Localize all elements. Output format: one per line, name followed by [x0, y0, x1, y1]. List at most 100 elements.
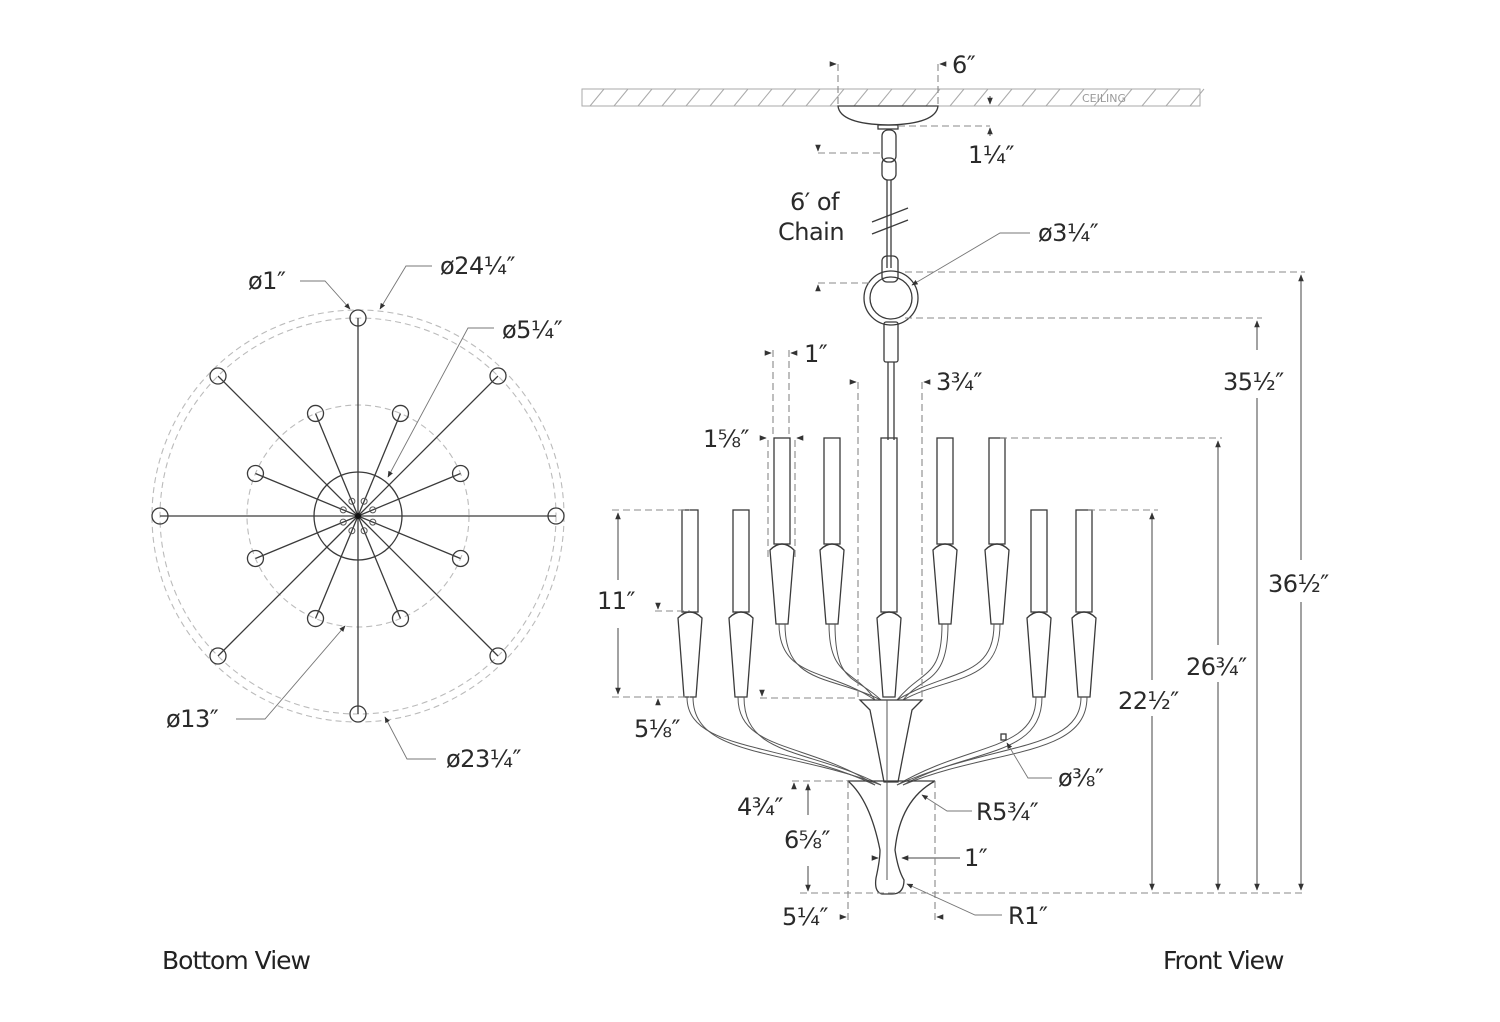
outer-socket-cup: [209, 367, 227, 385]
bobeche-cup: [932, 543, 958, 625]
dim-ring-diameter: ø3¼″: [1038, 219, 1099, 247]
ring-shackle: [881, 255, 899, 283]
dim-overall-height: 36½″: [1268, 570, 1329, 598]
hatch-line: [853, 88, 869, 107]
bobeche-cup: [769, 543, 795, 625]
dim-arm-tube-diameter: ø⅜″: [1058, 764, 1104, 792]
dim-bowl-radius: R5¾″: [976, 798, 1039, 826]
ceiling-label: CEILING: [1082, 92, 1126, 105]
arm-tube: [896, 623, 943, 701]
leader-bowl-radius: [921, 794, 972, 812]
dim-lower-candle-height: 11″: [597, 587, 636, 615]
hatch-line: [1021, 88, 1037, 107]
leader-outer-ring: [379, 265, 432, 310]
inner-socket-cup: [306, 609, 325, 628]
hatch-line: [1045, 88, 1061, 107]
inner-arm-spoke: [314, 515, 359, 619]
hatch-line: [1189, 88, 1205, 107]
hatch-line: [1069, 88, 1085, 107]
inner-socket-cup: [246, 464, 265, 483]
chain-label-line1: 6′ of: [790, 188, 840, 216]
bobeche-cup: [876, 611, 902, 698]
arm-tube: [692, 696, 882, 786]
candle-sleeve: [880, 437, 898, 613]
bottom-view-title: Bottom View: [162, 946, 311, 975]
chain-loop: [881, 129, 897, 163]
arm-tube: [902, 696, 1043, 786]
inner-socket-cup: [451, 549, 470, 568]
hub-center-dot: [355, 513, 361, 519]
down-stem-sleeve: [883, 321, 899, 363]
dim-bowl-width: 5¼″: [782, 903, 829, 931]
hatch-line: [1117, 88, 1133, 107]
candle-sleeve: [1075, 509, 1093, 613]
callout-outer-ring: ø24¼″: [440, 252, 515, 280]
callout-hub: ø5¼″: [502, 316, 563, 344]
bobeche-cup: [819, 543, 845, 625]
hub-arm-socket: [348, 527, 356, 535]
ring-inner: [869, 276, 913, 320]
outer-socket-cup: [489, 367, 507, 385]
chain-break-mark: [871, 219, 909, 235]
inner-arm-spoke: [357, 472, 461, 517]
candle-sleeve: [1030, 509, 1048, 613]
arm-tube: [778, 623, 876, 701]
hub-arm-socket: [369, 518, 377, 526]
arm-tube: [896, 696, 1037, 786]
hub-arm-socket: [348, 497, 356, 505]
hatch-line: [733, 88, 749, 107]
hatch-line: [1165, 88, 1181, 107]
outer-socket-cup: [547, 507, 565, 525]
arm-tube: [896, 623, 995, 701]
outer-arm-spoke: [217, 375, 359, 517]
leader-socket-cup: [300, 280, 351, 310]
inner-socket-cup: [306, 404, 325, 423]
ceiling-hatching: [589, 88, 1205, 107]
bobeche-cup: [1026, 611, 1052, 698]
outer-socket-cup: [349, 309, 367, 327]
bobeche-cup: [1071, 611, 1097, 698]
hub-arm-socket: [360, 527, 368, 535]
dim-base-total-height: 6⅝″: [784, 826, 831, 854]
arm-tube: [902, 696, 1088, 786]
bobeche-cup: [677, 611, 703, 698]
outer-socket-cup: [489, 647, 507, 665]
lower-bowl: [846, 780, 936, 895]
hatch-line: [901, 88, 917, 107]
hatch-line: [997, 88, 1013, 107]
inner-arm-spoke: [357, 413, 402, 517]
canopy-nut: [877, 124, 899, 130]
hatch-line: [685, 88, 701, 107]
dim-height-to-ring-bottom: 35½″: [1223, 368, 1284, 396]
inner-arm-spoke: [314, 413, 359, 517]
candle-sleeve: [988, 437, 1006, 545]
bobeche-cup: [984, 543, 1010, 625]
dim-finial-width: 1″: [964, 844, 988, 872]
dim-canopy-height: 1¼″: [968, 141, 1015, 169]
outer-arm-spoke: [357, 375, 499, 517]
outer-socket-cup: [151, 507, 169, 525]
dim-cup-width: 1⅝″: [703, 425, 750, 453]
leader-ring: [911, 232, 1030, 286]
inner-arm-spoke: [255, 515, 359, 560]
hub-arm-socket: [360, 497, 368, 505]
dim-bowl-height: 4¾″: [737, 793, 784, 821]
hub-arm-socket: [369, 506, 377, 514]
candle-sleeve: [732, 509, 750, 613]
chain-label-line2: Chain: [778, 218, 844, 246]
hatch-line: [661, 88, 677, 107]
leader-arm-tube: [1006, 742, 1052, 779]
front-view-title: Front View: [1163, 946, 1284, 975]
hatch-line: [877, 88, 893, 107]
dim-height-upper-tier: 26¾″: [1186, 653, 1247, 681]
candle-sleeve: [936, 437, 954, 545]
leader-hub: [387, 327, 494, 478]
arm-tube: [686, 696, 876, 786]
outer-socket-cup: [349, 705, 367, 723]
chain-break-mark: [871, 207, 909, 223]
inner-socket-cup: [391, 609, 410, 628]
candle-sleeve: [681, 509, 699, 613]
hatch-line: [781, 88, 797, 107]
chain-link: [881, 157, 897, 181]
arm-tube: [902, 623, 1001, 701]
